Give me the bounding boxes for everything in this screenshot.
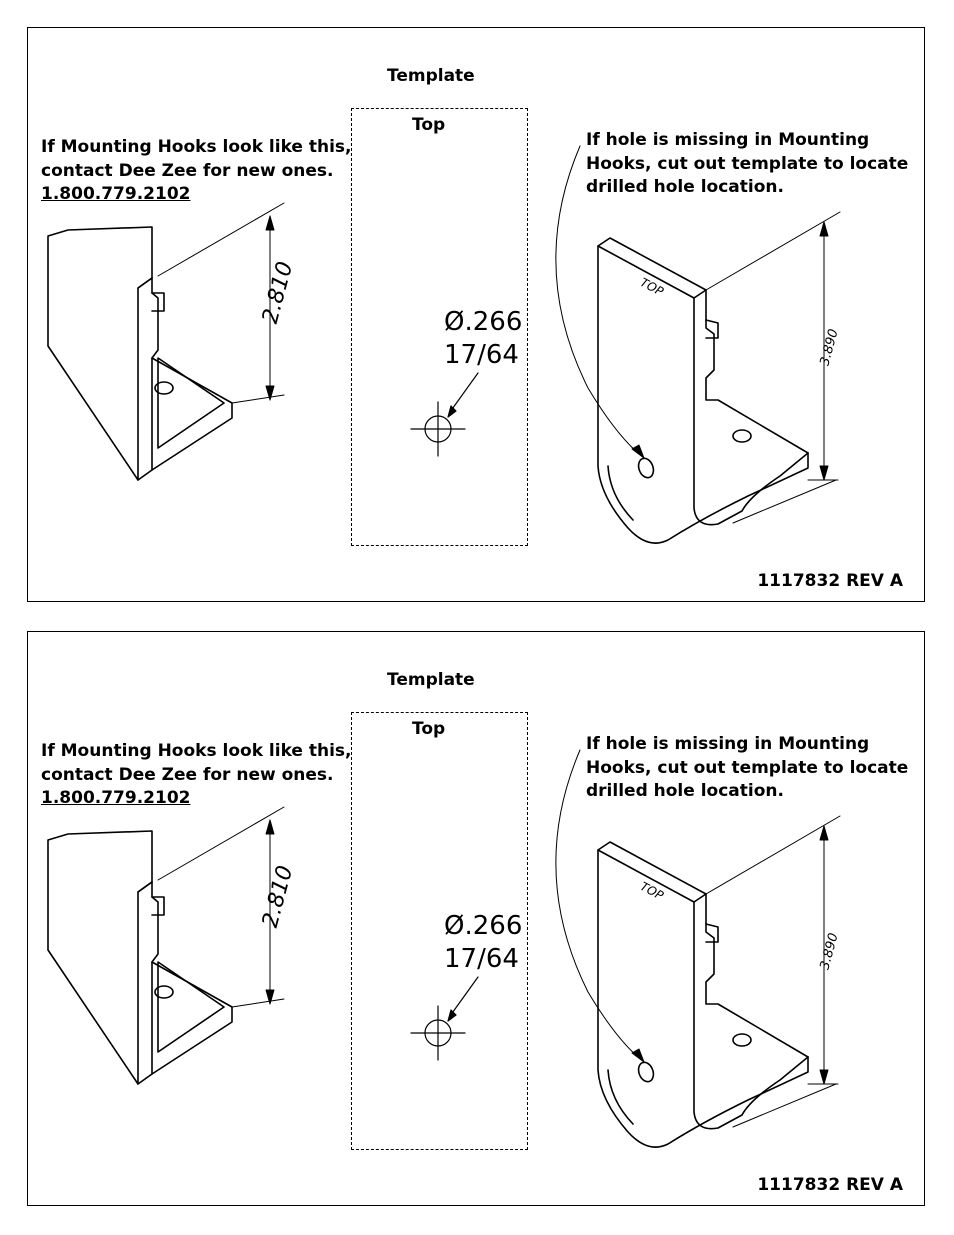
right-note-line3: drilled hole location.: [586, 177, 784, 197]
old-mounting-hook-drawing: [47, 830, 233, 1085]
cutout-template-outline: [351, 108, 528, 546]
bracket-top-label: TOP: [638, 275, 666, 299]
template-title: Template: [387, 670, 475, 690]
left-note-line1: If Mounting Hooks look like this,: [41, 137, 352, 157]
cutout-template-outline: [351, 712, 528, 1150]
part-number: 1117832 REV A: [757, 571, 903, 591]
phone-number: 1.800.779.2102: [41, 184, 191, 204]
right-instruction: If hole is missing in Mounting Hooks, cu…: [586, 733, 908, 804]
right-instruction: If hole is missing in Mounting Hooks, cu…: [586, 129, 908, 200]
left-instruction: If Mounting Hooks look like this, contac…: [41, 136, 352, 207]
template-hole-icon: [410, 372, 479, 457]
left-note-line2: contact Dee Zee for new ones.: [41, 764, 334, 785]
drawing-layer: 2.810 3.890 TOP: [47, 749, 842, 1148]
new-mounting-hook-drawing: [597, 237, 809, 544]
hole-size-callout: Ø.266 17/64: [444, 306, 522, 372]
left-dimension: [157, 202, 285, 404]
right-dimension: [705, 211, 841, 524]
leader-arrow: [555, 145, 645, 459]
template-title: Template: [387, 66, 475, 86]
left-note-line1: If Mounting Hooks look like this,: [41, 741, 352, 761]
right-note-line1: If hole is missing in Mounting: [586, 734, 870, 754]
leader-arrow: [555, 749, 645, 1063]
right-dimension-label: 3.890: [817, 328, 841, 368]
drawing-layer: 2.810 3.890 TOP: [47, 145, 842, 544]
left-instruction: If Mounting Hooks look like this, contac…: [41, 740, 352, 811]
right-note-line2: Hooks, cut out template to locate: [586, 757, 909, 778]
right-dimension: [705, 815, 841, 1128]
template-hole-icon: [410, 976, 479, 1061]
bracket-top-label: TOP: [638, 879, 666, 903]
left-dimension-label: 2.810: [258, 259, 298, 326]
hole-size-callout: Ø.266 17/64: [444, 910, 522, 976]
part-number: 1117832 REV A: [757, 1175, 903, 1195]
right-note-line3: drilled hole location.: [586, 781, 784, 801]
new-mounting-hook-drawing: [597, 841, 809, 1148]
left-dimension-label: 2.810: [258, 863, 298, 930]
left-dimension: [157, 806, 285, 1008]
hole-fraction: 17/64: [444, 340, 519, 370]
right-dimension-label: 3.890: [817, 932, 841, 972]
left-note-line2: contact Dee Zee for new ones.: [41, 160, 334, 181]
right-note-line2: Hooks, cut out template to locate: [586, 153, 909, 174]
template-top-label: Top: [412, 115, 446, 135]
right-note-line1: If hole is missing in Mounting: [586, 130, 870, 150]
template-panel-1: Template Top If Mounting Hooks look like…: [27, 27, 925, 602]
phone-number: 1.800.779.2102: [41, 788, 191, 808]
hole-diameter: Ø.266: [444, 911, 523, 941]
hole-fraction: 17/64: [444, 944, 519, 974]
template-panel-2: Template Top If Mounting Hooks look like…: [27, 631, 925, 1206]
template-top-label: Top: [412, 719, 446, 739]
hole-diameter: Ø.266: [444, 307, 523, 337]
old-mounting-hook-drawing: [47, 226, 233, 481]
